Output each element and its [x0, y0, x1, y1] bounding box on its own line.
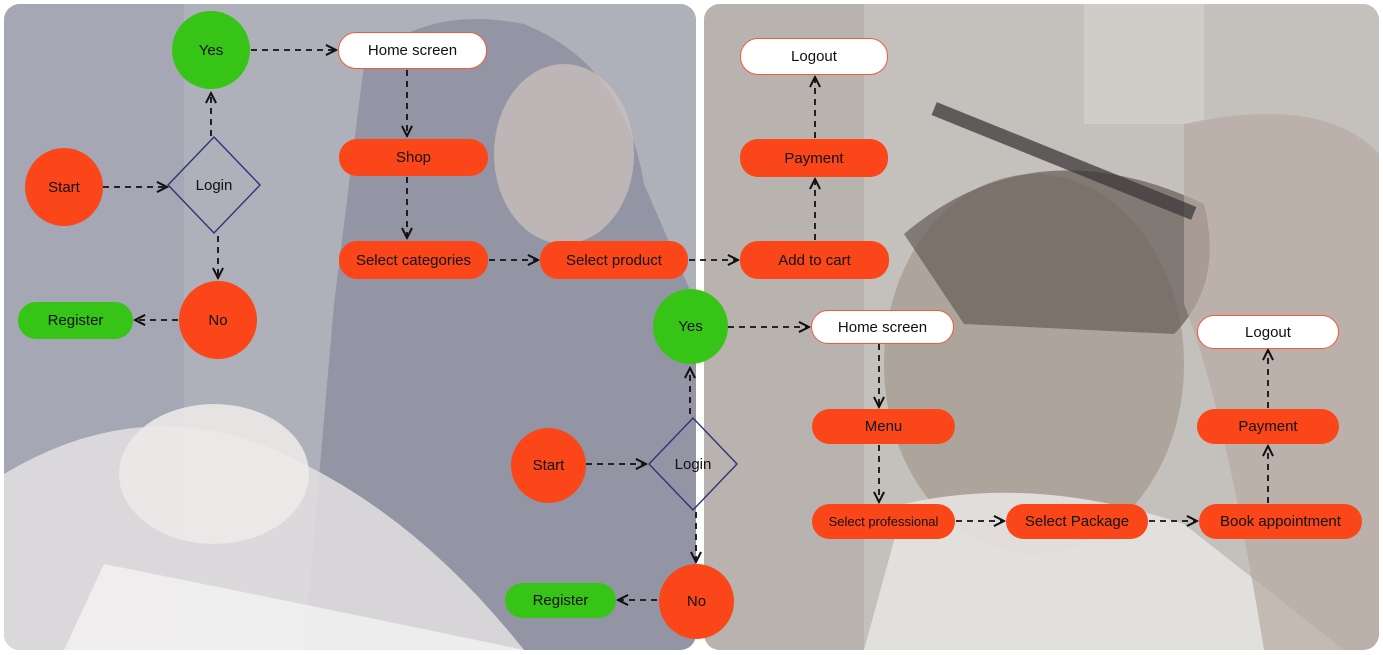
facial-treatment-photo	[4, 4, 696, 650]
payment-label-b: Payment	[1238, 418, 1298, 435]
add-to-cart-label: Add to cart	[778, 251, 851, 269]
register-node-b: Register	[505, 583, 616, 618]
login-label: Login	[195, 176, 233, 194]
select-package-node: Select Package	[1006, 504, 1148, 539]
home-screen-label: Home screen	[367, 42, 458, 59]
home-screen-node-b: Home screen	[811, 310, 954, 344]
start-node-b: Start	[511, 428, 586, 503]
logout-node: Logout	[740, 38, 888, 75]
menu-node: Menu	[812, 409, 955, 444]
menu-label: Menu	[864, 418, 903, 435]
login-label-b: Login	[674, 455, 712, 473]
home-screen-label-b: Home screen	[837, 318, 928, 336]
logout-label: Logout	[791, 48, 837, 65]
book-appointment-label: Book appointment	[1220, 513, 1341, 530]
start-label-b: Start	[532, 457, 565, 474]
book-appointment-node: Book appointment	[1199, 504, 1362, 539]
logout-label-b: Logout	[1245, 323, 1291, 341]
select-package-label: Select Package	[1024, 513, 1130, 530]
no-node: No	[179, 281, 257, 359]
logout-node-b: Logout	[1197, 315, 1339, 349]
no-label-b: No	[686, 593, 707, 610]
payment-node: Payment	[740, 139, 888, 177]
shop-label: Shop	[395, 149, 432, 166]
register-label: Register	[47, 312, 104, 329]
yes-node-b: Yes	[653, 289, 728, 364]
select-professional-node: Select professional	[812, 504, 955, 539]
no-label: No	[208, 311, 228, 329]
start-label: Start	[48, 178, 80, 196]
yes-label-b: Yes	[678, 318, 703, 335]
payment-node-b: Payment	[1197, 409, 1339, 444]
login-decision-diamond	[167, 135, 261, 235]
add-to-cart-node: Add to cart	[740, 241, 889, 279]
salon-facial-photo-panel	[4, 4, 696, 650]
start-node: Start	[25, 148, 103, 226]
yes-node: Yes	[172, 11, 250, 89]
login-decision-label: Login	[168, 166, 260, 204]
payment-label: Payment	[784, 149, 844, 167]
login-decision-diamond-b	[648, 416, 738, 512]
shop-node: Shop	[339, 139, 488, 176]
home-screen-node: Home screen	[338, 32, 487, 69]
register-node: Register	[18, 302, 133, 339]
register-label-b: Register	[532, 592, 589, 609]
select-professional-label: Select professional	[828, 514, 939, 529]
select-categories-node: Select categories	[339, 241, 488, 279]
login-decision-label-b: Login	[649, 445, 737, 483]
select-product-node: Select product	[540, 241, 688, 279]
yes-label: Yes	[198, 41, 224, 59]
select-product-label: Select product	[566, 251, 662, 269]
no-node-b: No	[659, 564, 734, 639]
select-categories-label: Select categories	[355, 251, 472, 269]
